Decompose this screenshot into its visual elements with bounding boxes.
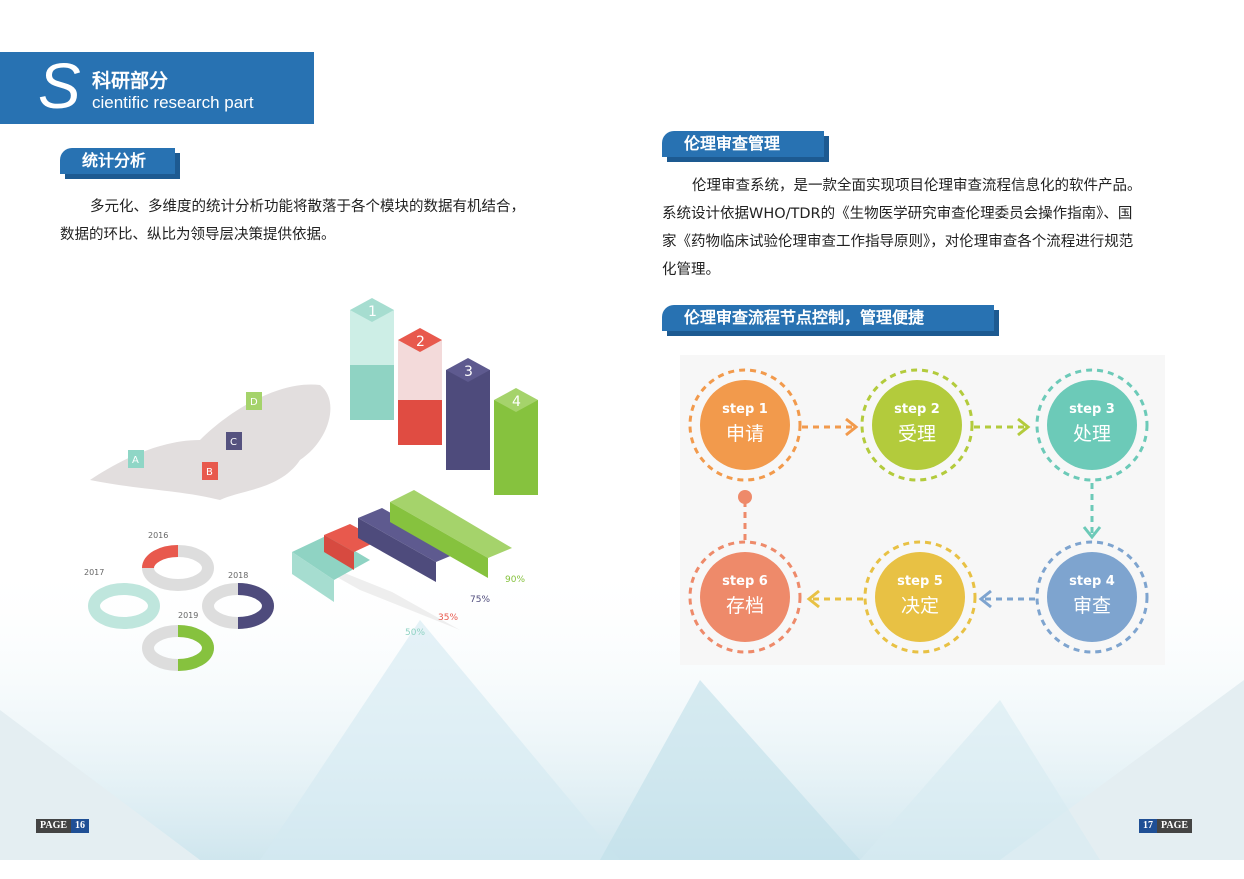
- svg-text:2016: 2016: [148, 531, 168, 540]
- step-number: step 2: [894, 402, 940, 417]
- chapter-header: S 科研部分 cientific research part: [0, 52, 314, 124]
- section-title-statistics: 统计分析: [60, 148, 175, 174]
- page-label: PAGE: [36, 819, 72, 833]
- svg-text:2018: 2018: [228, 571, 248, 580]
- statistics-description: 多元化、多维度的统计分析功能将散落于各个模块的数据有机结合， 数据的环比、纵比为…: [60, 193, 525, 249]
- flow-step-6: step 6 存档: [700, 552, 790, 642]
- ethics-description: 伦理审查系统，是一款全面实现项目伦理审查流程信息化的软件产品。 系统设计依据WH…: [662, 172, 1142, 284]
- statistics-illustration: A B C D 1 2 3 4 2016 2017 2018 2019 50% …: [84, 298, 538, 671]
- svg-text:2017: 2017: [84, 568, 104, 577]
- step-number: step 4: [1069, 574, 1115, 589]
- step-number: step 3: [1069, 402, 1115, 417]
- page-number: 16: [71, 819, 90, 833]
- flow-step-2: step 2 受理: [872, 380, 962, 470]
- paragraph-line: 化管理。: [662, 262, 720, 278]
- paragraph-line: 多元化、多维度的统计分析功能将散落于各个模块的数据有机结合，: [90, 199, 525, 215]
- svg-text:1: 1: [368, 304, 377, 320]
- svg-text:2: 2: [416, 334, 425, 350]
- map-marker-a: A: [128, 450, 144, 468]
- chapter-title-cn: 科研部分: [92, 70, 169, 92]
- paragraph-line: 数据的环比、纵比为领导层决策提供依据。: [60, 227, 336, 243]
- svg-text:3: 3: [464, 364, 473, 380]
- svg-text:2019: 2019: [178, 611, 198, 620]
- svg-text:90%: 90%: [505, 575, 525, 585]
- step-name: 存档: [725, 595, 764, 617]
- paragraph-line: 系统设计依据WHO/TDR的《生物医学研究审查伦理委员会操作指南》、国: [662, 206, 1133, 222]
- pillar-4: 4: [494, 388, 538, 495]
- step-name: 申请: [725, 423, 764, 445]
- pillar-1: 1: [350, 298, 394, 420]
- step-number: step 6: [722, 574, 768, 589]
- map-marker-c: C: [226, 432, 242, 450]
- svg-text:A: A: [132, 455, 139, 466]
- pillar-3: 3: [446, 358, 490, 470]
- donut-2016: 2016: [142, 531, 214, 591]
- donut-2019: 2019: [142, 611, 214, 671]
- section-title-flow: 伦理审查流程节点控制，管理便捷: [662, 305, 994, 331]
- svg-text:4: 4: [512, 394, 521, 410]
- ethics-flow-diagram: step 1 申请 step 2 受理 step 3 处理 step 4 审查 step 5 决定…: [680, 355, 1165, 665]
- svg-text:75%: 75%: [470, 595, 490, 605]
- section-title-ethics: 伦理审查管理: [662, 131, 824, 157]
- paragraph-line: 伦理审查系统，是一款全面实现项目伦理审查流程信息化的软件产品。: [692, 178, 1142, 194]
- map-marker-d: D: [246, 392, 262, 410]
- svg-text:D: D: [250, 397, 258, 408]
- flow-step-3: step 3 处理: [1047, 380, 1137, 470]
- chapter-letter: S: [38, 50, 81, 122]
- bar-75: 75%: [358, 508, 490, 605]
- step-name: 处理: [1072, 423, 1111, 445]
- flow-step-5: step 5 决定: [875, 552, 965, 642]
- step-number: step 1: [722, 402, 768, 417]
- donut-2017: 2017: [84, 568, 160, 629]
- flow-step-4: step 4 审查: [1047, 552, 1137, 642]
- step-number: step 5: [897, 574, 943, 589]
- map-marker-b: B: [202, 462, 218, 480]
- donut-2018: 2018: [202, 571, 274, 629]
- bar-50: 50%: [292, 535, 460, 638]
- page-label: PAGE: [1157, 819, 1193, 833]
- step-name: 审查: [1072, 595, 1111, 617]
- svg-text:C: C: [230, 437, 237, 448]
- step-name: 受理: [897, 423, 936, 445]
- chapter-title-en: cientific research part: [92, 93, 254, 112]
- paragraph-line: 家《药物临床试验伦理审查工作指导原则》，对伦理审查各个流程进行规范: [662, 234, 1134, 250]
- bar-35: 35%: [324, 524, 458, 623]
- step-name: 决定: [900, 595, 939, 617]
- svg-text:35%: 35%: [438, 613, 458, 623]
- svg-text:B: B: [206, 467, 213, 478]
- page-number: 17: [1139, 819, 1157, 833]
- flow-connectors: [688, 368, 1149, 654]
- svg-text:50%: 50%: [405, 628, 425, 638]
- pillar-2: 2: [398, 328, 442, 445]
- flow-step-1: step 1 申请: [700, 380, 790, 470]
- bar-90: 90%: [390, 490, 525, 585]
- world-map: [90, 384, 331, 500]
